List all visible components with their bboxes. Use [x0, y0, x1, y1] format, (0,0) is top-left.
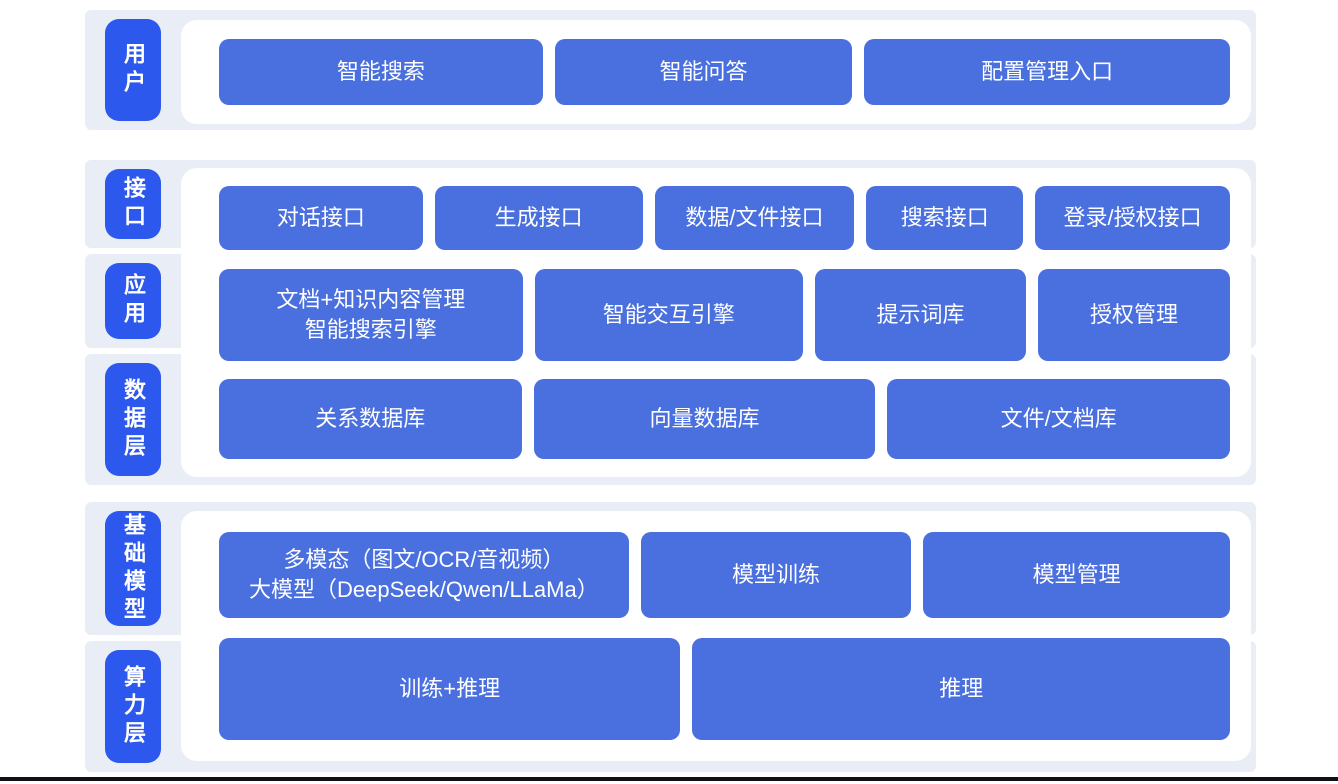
compute-button-row: 训练+推理 推理 — [219, 638, 1230, 741]
block-model-management: 模型管理 — [923, 531, 1230, 618]
block-prompt-library: 提示词库 — [814, 268, 1027, 361]
block-smart-search: 智能搜索 — [219, 39, 543, 105]
application-button-row: 文档+知识内容管理 智能搜索引擎 智能交互引擎 提示词库 授权管理 — [219, 268, 1230, 361]
user-button-row: 智能搜索 智能问答 配置管理入口 — [219, 39, 1230, 105]
section-base-layers: 基础模型 算力层 多模态（图文/OCR/音视频） 大模型（DeepSeek/Qw… — [85, 502, 1256, 772]
section-user-layer: 用户 智能搜索 智能问答 配置管理入口 — [85, 10, 1256, 130]
block-relational-database: 关系数据库 — [219, 378, 522, 459]
block-dialog-api: 对话接口 — [219, 186, 423, 251]
layer-label-interface: 接口 — [105, 169, 161, 239]
block-smart-qa: 智能问答 — [554, 39, 853, 105]
middle-layers-panel: 对话接口 生成接口 数据/文件接口 搜索接口 登录/授权接口 文档+知识内容管理… — [181, 168, 1251, 477]
block-generation-api: 生成接口 — [434, 186, 643, 251]
data-button-row: 关系数据库 向量数据库 文件/文档库 — [219, 378, 1230, 459]
block-search-api: 搜索接口 — [866, 186, 1024, 251]
base-layers-panel: 多模态（图文/OCR/音视频） 大模型（DeepSeek/Qwen/LLaMa）… — [181, 511, 1251, 761]
block-interactive-engine: 智能交互引擎 — [534, 268, 803, 361]
base-model-button-row: 多模态（图文/OCR/音视频） 大模型（DeepSeek/Qwen/LLaMa）… — [219, 531, 1230, 618]
layer-label-compute: 算力层 — [105, 650, 161, 763]
block-multimodal-llm: 多模态（图文/OCR/音视频） 大模型（DeepSeek/Qwen/LLaMa） — [219, 531, 629, 618]
block-doc-knowledge-search-engine: 文档+知识内容管理 智能搜索引擎 — [219, 268, 523, 361]
block-login-auth-api: 登录/授权接口 — [1035, 186, 1230, 251]
block-authorization-management: 授权管理 — [1038, 268, 1230, 361]
bottom-divider-line — [0, 777, 1338, 781]
block-training-inference: 训练+推理 — [219, 638, 681, 741]
layer-label-application: 应用 — [105, 263, 161, 339]
layer-label-data: 数据层 — [105, 363, 161, 476]
block-file-document-store: 文件/文档库 — [887, 378, 1230, 459]
section-middle-layers: 接口 应用 数据层 对话接口 生成接口 数据/文件接口 搜索接口 登录/授权接口… — [85, 160, 1256, 485]
layer-label-user: 用户 — [105, 19, 161, 121]
block-model-training: 模型训练 — [640, 531, 912, 618]
block-inference: 推理 — [692, 638, 1230, 741]
interface-button-row: 对话接口 生成接口 数据/文件接口 搜索接口 登录/授权接口 — [219, 186, 1230, 251]
block-vector-database: 向量数据库 — [533, 378, 876, 459]
block-data-file-api: 数据/文件接口 — [654, 186, 855, 251]
user-layer-panel: 智能搜索 智能问答 配置管理入口 — [181, 20, 1251, 124]
block-config-management-entry: 配置管理入口 — [864, 39, 1230, 105]
layer-label-base-model: 基础模型 — [105, 511, 161, 626]
